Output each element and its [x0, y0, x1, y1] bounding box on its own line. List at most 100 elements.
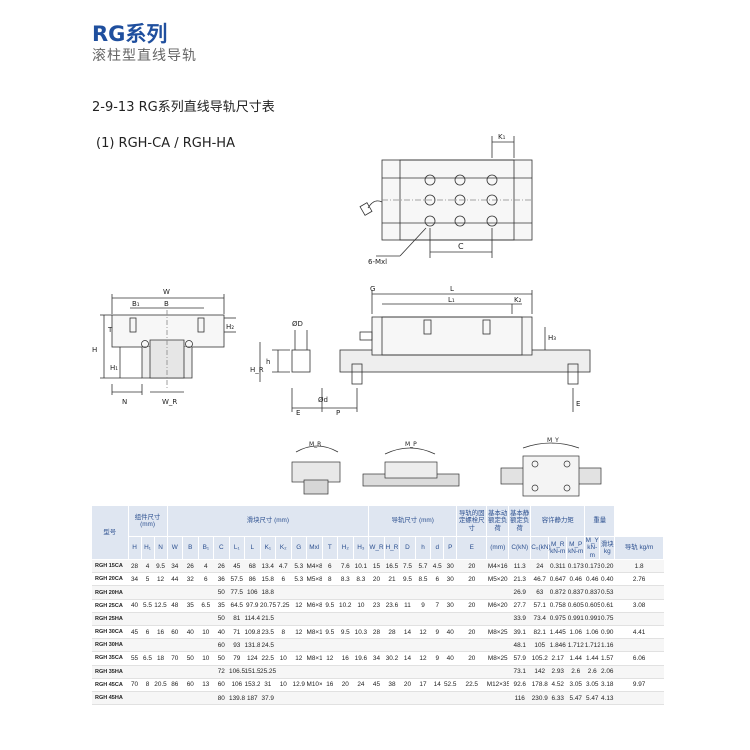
- table-cell: M6×20: [486, 599, 509, 613]
- table-cell: 60: [213, 678, 230, 692]
- table-cell: 15: [368, 559, 385, 574]
- table-cell: 4.13: [599, 691, 615, 706]
- table-cell: 0.605: [566, 599, 585, 613]
- model-cell: RGH 25HA: [92, 612, 128, 627]
- table-cell: [456, 638, 487, 653]
- table-cell: 14: [399, 651, 416, 666]
- table-cell: 114.4: [244, 612, 261, 627]
- table-cell: 2.06: [599, 665, 615, 679]
- table-cell: 9.5: [337, 625, 354, 640]
- label-k2: K₂: [514, 296, 522, 304]
- table-cell: [306, 612, 323, 627]
- table-cell: 16: [337, 651, 354, 666]
- table-cell: 0.991: [566, 612, 585, 627]
- subheader-cell: H₂: [337, 536, 354, 561]
- table-cell: 5: [141, 572, 154, 587]
- table-cell: 20: [456, 599, 487, 613]
- table-cell: 24.5: [260, 638, 276, 653]
- table-cell: [384, 612, 400, 627]
- table-cell: [154, 691, 168, 706]
- table-cell: [291, 612, 307, 627]
- table-cell: [430, 585, 444, 600]
- table-cell: [322, 585, 338, 600]
- subheader-cell: H_R: [384, 536, 401, 561]
- table-cell: 34: [368, 651, 385, 666]
- table-cell: [154, 665, 168, 679]
- subheader-cell: B: [182, 536, 199, 561]
- table-cell: [167, 585, 183, 600]
- table-cell: 1.57: [599, 651, 615, 666]
- table-cell: [430, 665, 444, 679]
- table-cell: 13: [198, 678, 214, 692]
- table-cell: 0.20: [599, 559, 615, 574]
- table-cell: [614, 638, 664, 653]
- label-od: ØD: [292, 320, 303, 328]
- table-cell: [614, 665, 664, 679]
- table-cell: [353, 665, 369, 679]
- table-cell: 3.08: [614, 599, 664, 613]
- table-cell: 4.41: [614, 625, 664, 640]
- model-cell: RGH 45HA: [92, 691, 128, 706]
- table-cell: 38: [384, 678, 400, 692]
- table-cell: [384, 638, 400, 653]
- table-cell: [337, 665, 354, 679]
- table-cell: 45: [368, 678, 385, 692]
- table-cell: 13.4: [260, 559, 276, 574]
- table-cell: 124: [244, 651, 261, 666]
- table-cell: M8×10: [306, 625, 323, 640]
- table-cell: 70: [167, 651, 183, 666]
- table-cell: 24: [530, 559, 549, 574]
- table-cell: [456, 612, 487, 627]
- table-cell: [443, 585, 457, 600]
- table-cell: 48: [167, 599, 183, 613]
- table-cell: 14: [399, 625, 416, 640]
- table-cell: [306, 665, 323, 679]
- table-cell: 0.46: [584, 572, 600, 587]
- table-cell: 187: [244, 691, 261, 706]
- table-cell: 73.4: [530, 612, 549, 627]
- table-cell: 6: [275, 572, 292, 587]
- table-cell: 4: [141, 559, 154, 574]
- table-cell: 57.1: [530, 599, 549, 613]
- table-cell: M5×8: [306, 572, 323, 587]
- table-cell: [167, 665, 183, 679]
- table-cell: 4.7: [275, 559, 292, 574]
- table-cell: 2.76: [614, 572, 664, 587]
- label-b: B: [164, 300, 169, 308]
- table-cell: 1.16: [599, 638, 615, 653]
- table-cell: 26: [182, 559, 199, 574]
- table-cell: [198, 585, 214, 600]
- model-cell: RGH 35CA: [92, 651, 128, 666]
- subheader-cell: D: [399, 536, 416, 561]
- table-cell: 109.8: [244, 625, 261, 640]
- table-cell: [430, 691, 444, 706]
- table-cell: 5.47: [584, 691, 600, 706]
- subheader-cell: L: [244, 536, 261, 561]
- table-cell: [275, 612, 292, 627]
- label-n: N: [122, 398, 127, 406]
- table-cell: 20: [456, 625, 487, 640]
- table-cell: [384, 691, 400, 706]
- table-cell: M4×8: [306, 559, 323, 574]
- table-cell: 0.53: [599, 585, 615, 600]
- table-cell: 1.445: [548, 625, 567, 640]
- label-d: Ød: [318, 396, 328, 404]
- table-cell: 27.7: [508, 599, 531, 613]
- table-cell: 2.17: [548, 651, 567, 666]
- table-cell: [322, 665, 338, 679]
- table-cell: 57.5: [229, 572, 245, 587]
- table-cell: 39.1: [508, 625, 531, 640]
- table-cell: [456, 665, 487, 679]
- table-cell: M5×20: [486, 572, 509, 587]
- table-cell: 86: [167, 678, 183, 692]
- moment-mp-diagram: M_P: [362, 441, 460, 487]
- table-cell: [415, 612, 431, 627]
- subheader-cell: N: [154, 536, 168, 561]
- table-cell: 151.5: [244, 665, 261, 679]
- table-cell: 6.5: [141, 651, 154, 666]
- table-cell: 6: [141, 625, 154, 640]
- table-cell: 0.40: [599, 572, 615, 587]
- model-cell: RGH 35HA: [92, 665, 128, 679]
